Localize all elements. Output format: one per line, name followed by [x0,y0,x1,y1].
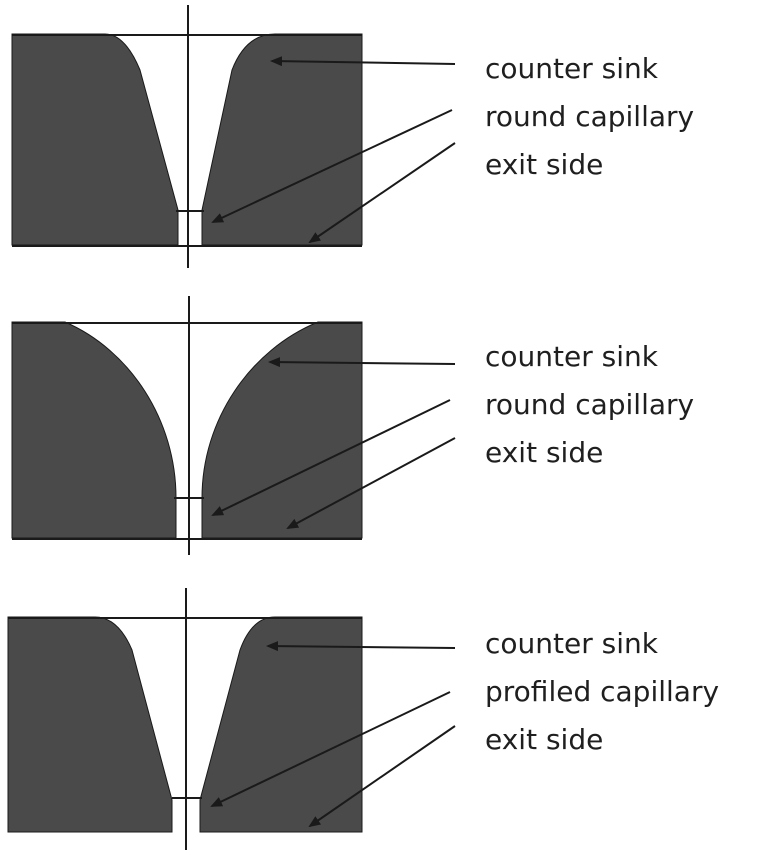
label-group-2: counter sink round capillary exit side [485,333,694,477]
label-exit-side: exit side [485,436,604,469]
label-capillary: profiled capillary [485,675,720,708]
pointer-counter-sink-2 [268,357,456,368]
pointer-counter-sink-1 [270,56,456,67]
pointer-exit-side-2 [286,437,456,529]
label-exit-side: exit side [485,148,604,181]
pointer-exit-side-3 [308,725,456,828]
label-capillary: round capillary [485,100,695,133]
die-diagram-1 [11,5,456,268]
die-diagram-3 [7,588,456,850]
label-capillary: round capillary [485,388,695,421]
die-body-right-1 [201,33,363,246]
pointer-exit-side-1 [308,142,456,244]
label-group-3: counter sink profiled capillary exit sid… [485,620,719,764]
label-counter-sink: counter sink [485,52,658,85]
pointer-capillary-2 [211,399,451,516]
pointer-counter-sink-3 [266,641,456,652]
label-counter-sink: counter sink [485,627,658,660]
die-body-left-1 [11,33,179,246]
die-body-left-2 [11,321,177,539]
label-counter-sink: counter sink [485,340,658,373]
pointer-capillary-1 [211,109,453,223]
die-diagram-2 [11,296,456,555]
label-exit-side: exit side [485,723,604,756]
pointer-capillary-3 [210,691,451,807]
die-body-right-2 [201,321,363,539]
die-body-left-3 [7,616,173,833]
label-group-1: counter sink round capillary exit side [485,45,694,189]
